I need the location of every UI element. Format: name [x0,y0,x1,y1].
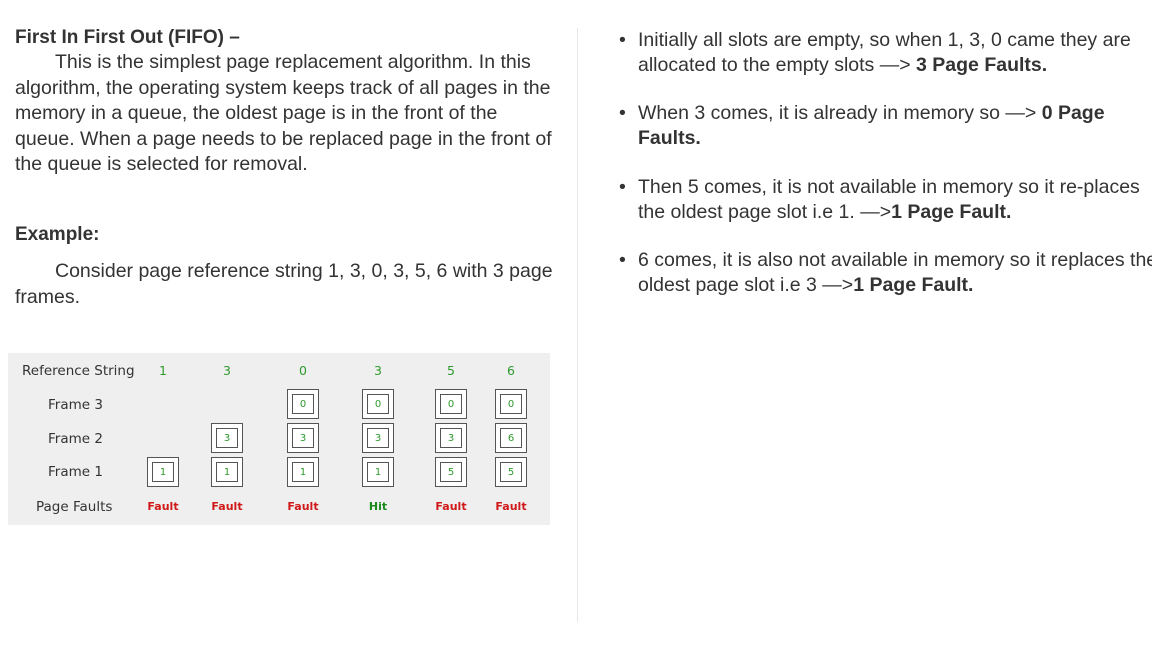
page-fault-result: Fault [287,500,319,513]
bullet-text: Initially all slots are empty, so when 1… [638,29,1131,76]
frame1-page-value: 1 [367,462,389,482]
frame3-page-value: 0 [292,394,314,414]
column-divider [577,28,578,622]
bullet-bold: 1 Page Fault. [853,273,974,296]
example-heading: Example: [15,224,100,245]
bullet-icon: • [619,249,626,271]
frame1-cell: 1 [287,457,319,487]
frame2-page-value: 3 [216,428,238,448]
frame1-cell: 1 [211,457,243,487]
row-label-reference: Reference String [22,363,135,379]
reference-value: 3 [374,363,382,378]
frame2-page-value: 3 [367,428,389,448]
example-description: Consider page reference string 1, 3, 0, … [15,260,553,308]
frame3-cell: 0 [287,389,319,419]
row-label-faults: Page Faults [36,499,113,515]
bullet-icon: • [619,29,626,51]
frame2-cell: 3 [287,423,319,453]
frame2-page-value: 3 [292,428,314,448]
frame2-cell: 3 [211,423,243,453]
frame2-cell: 6 [495,423,527,453]
example-text: Consider page reference string 1, 3, 0, … [15,258,560,310]
page-fault-result: Fault [147,500,179,513]
row-label-frame2: Frame 2 [48,431,103,447]
frame1-cell: 1 [362,457,394,487]
bullet-bold: 0 Page Faults. [638,102,1105,149]
frame3-page-value: 0 [367,394,389,414]
bullet-bold: 1 Page Fault. [891,200,1012,223]
reference-value: 0 [299,363,307,378]
frame1-page-value: 1 [152,462,174,482]
bullet-text: When 3 comes, it is already in memory so… [638,102,1042,124]
frame3-cell: 0 [495,389,527,419]
page-fault-result: Fault [211,500,243,513]
frame1-cell: 1 [147,457,179,487]
frame3-page-value: 0 [500,394,522,414]
frame2-cell: 3 [362,423,394,453]
bullet-item: • 6 comes, it is also not available in me… [619,248,1152,297]
page-fault-result: Fault [435,500,467,513]
frame1-cell: 5 [435,457,467,487]
bullet-text: 6 comes, it is also not available in mem… [638,249,1152,296]
reference-value: 3 [223,363,231,378]
frame2-page-value: 6 [500,428,522,448]
reference-value: 6 [507,363,515,378]
bullet-icon: • [619,176,626,198]
frame2-page-value: 3 [440,428,462,448]
frame1-page-value: 1 [216,462,238,482]
bullet-item: • When 3 comes, it is already in memory s… [619,101,1152,150]
frame1-page-value: 1 [292,462,314,482]
reference-value: 5 [447,363,455,378]
bullet-bold: 3 Page Faults. [916,53,1048,76]
reference-value: 1 [159,363,167,378]
frame3-cell: 0 [362,389,394,419]
row-label-frame3: Frame 3 [48,397,103,413]
fifo-section: First In First Out (FIFO) – This is the … [15,26,560,178]
fifo-table: Reference String Frame 3 Frame 2 Frame 1… [8,353,550,525]
frame1-cell: 5 [495,457,527,487]
section-title: First In First Out (FIFO) – [15,27,240,48]
bullet-text: Then 5 comes, it is not available in mem… [638,176,1140,223]
bullet-icon: • [619,102,626,124]
frame1-page-value: 5 [440,462,462,482]
frame3-page-value: 0 [440,394,462,414]
frame3-cell: 0 [435,389,467,419]
bullet-item: • Initially all slots are empty, so when … [619,28,1152,77]
intro-paragraph: This is the simplest page replacement al… [15,50,560,178]
bullet-item: • Then 5 comes, it is not available in me… [619,175,1152,224]
frame2-cell: 3 [435,423,467,453]
row-label-frame1: Frame 1 [48,464,103,480]
intro-text: This is the simplest page replacement al… [15,51,552,175]
page-fault-result: Hit [368,500,388,513]
page-fault-result: Fault [495,500,527,513]
frame1-page-value: 5 [500,462,522,482]
